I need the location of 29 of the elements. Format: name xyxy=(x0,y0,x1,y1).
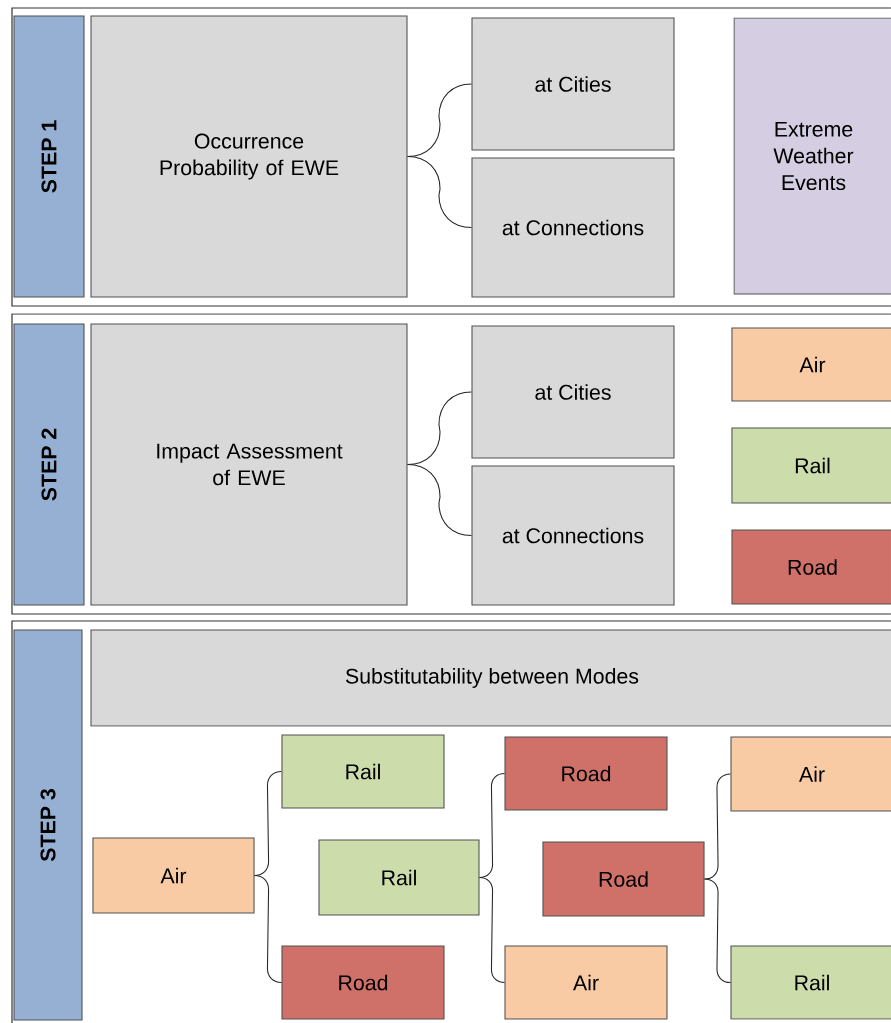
connector-line xyxy=(254,874,282,984)
mode-box: Road xyxy=(281,945,445,1020)
category-box: at Cities xyxy=(471,17,675,151)
process-box: Impact Assessment of EWE xyxy=(90,323,408,606)
step-label-bar: STEP 2 xyxy=(13,323,85,606)
connector-line xyxy=(704,773,731,880)
header-box: Substitutability between Modes xyxy=(90,629,891,727)
step-label-bar: STEP 1 xyxy=(13,15,85,298)
mode-box: Road xyxy=(504,736,668,811)
connector-line xyxy=(407,463,472,537)
category-box: at Connections xyxy=(471,157,675,298)
mode-box: Air xyxy=(92,837,255,914)
mode-box: Rail xyxy=(731,427,891,504)
mode-box: Rail xyxy=(318,839,480,916)
connector-line xyxy=(704,878,731,984)
mode-box: Air xyxy=(730,736,891,812)
event-box: Extreme Weather Events xyxy=(733,17,891,295)
mode-box: Rail xyxy=(281,734,445,809)
step-label-bar: STEP 3 xyxy=(13,629,83,1021)
category-box: at Connections xyxy=(471,465,675,606)
connector-line xyxy=(407,155,472,229)
connector-line xyxy=(479,876,505,984)
mode-box: Air xyxy=(731,327,891,402)
process-box: Occurrence Probability of EWE xyxy=(90,15,408,298)
category-box: at Cities xyxy=(471,325,675,459)
mode-box: Road xyxy=(731,529,891,605)
mode-box: Rail xyxy=(730,945,891,1020)
mode-box: Road xyxy=(542,841,705,917)
mode-box: Air xyxy=(504,945,668,1020)
